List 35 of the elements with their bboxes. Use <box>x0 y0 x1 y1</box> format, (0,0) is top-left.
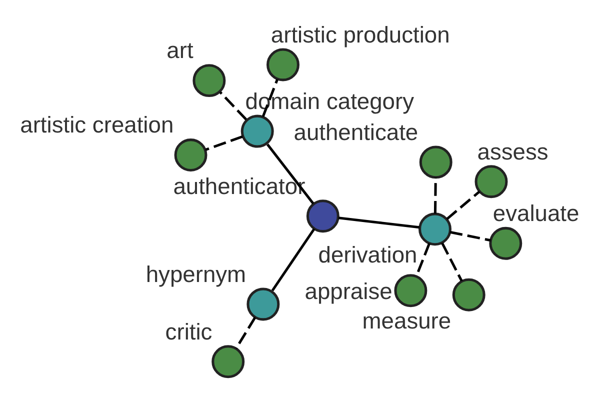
node-circle <box>246 287 280 320</box>
node-circle <box>394 274 428 307</box>
node-label: artistic production <box>270 20 450 47</box>
connector <box>235 316 256 349</box>
connector <box>446 190 480 220</box>
node-label: appraise <box>304 277 392 304</box>
node-circle <box>192 64 226 97</box>
connector <box>441 242 463 282</box>
node-circle <box>452 278 486 311</box>
connector <box>271 228 316 291</box>
node-label: authenticate <box>294 118 418 144</box>
node-label: derivation <box>318 241 418 268</box>
node-label: evaluate <box>492 200 580 226</box>
node-circle <box>474 164 508 198</box>
connector <box>434 177 437 214</box>
node-circle <box>306 199 340 232</box>
node-circle <box>174 138 208 171</box>
node-label: critic <box>165 318 212 344</box>
node-label: art <box>166 36 194 63</box>
node-circle <box>212 344 245 378</box>
node-circle <box>266 48 300 81</box>
connector <box>450 230 491 242</box>
node-label: domain category <box>245 87 414 114</box>
node-label: measure <box>362 306 452 333</box>
connector <box>205 134 243 150</box>
node-label: hypernym <box>146 260 246 286</box>
node-circle <box>489 226 522 260</box>
connector <box>262 78 278 116</box>
connector <box>338 216 420 228</box>
node-circle <box>240 114 274 148</box>
node-label: artistic creation <box>20 111 174 138</box>
node-circle <box>419 145 452 178</box>
node-circle <box>418 212 452 246</box>
node-label: assess <box>477 138 548 164</box>
connector <box>219 90 248 120</box>
